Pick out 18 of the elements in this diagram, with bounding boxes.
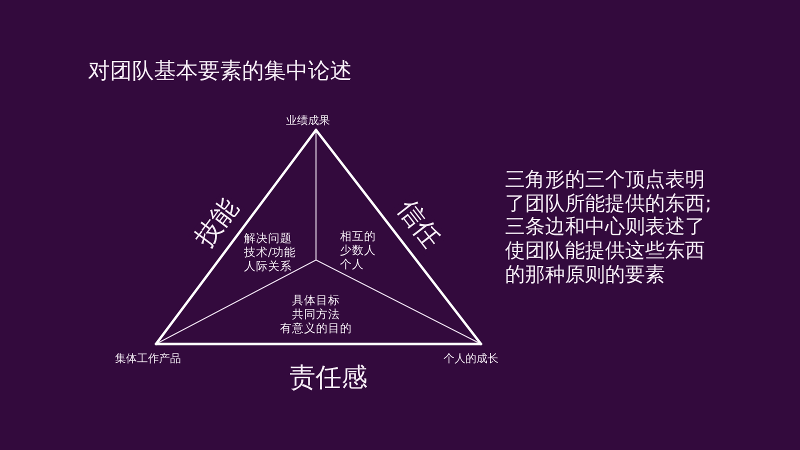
region-label: 技术/功能: [244, 245, 296, 259]
region-label: 相互的: [340, 229, 376, 243]
region-label: 人际关系: [244, 259, 292, 273]
triangle-side: [154, 342, 482, 346]
region-label: 共同方法: [292, 307, 340, 321]
vertex-label: 业绩成果: [281, 112, 335, 130]
edge-label: 责任感: [288, 363, 370, 393]
region-label: 具体目标: [292, 293, 340, 307]
description-text: 三角形的三个顶点表明了团队所能提供的东西;三条边和中心则表述了使团队能提供这些东西的那种原则的要素: [505, 168, 713, 287]
triangle-side: [154, 128, 318, 346]
title: 对团队基本要素的集中论述: [88, 59, 352, 85]
vertex-label: 集体工作产品: [110, 344, 186, 366]
region-label: 少数人: [340, 243, 376, 257]
region-label: 解决问题: [244, 231, 292, 245]
region-label: 有意义的目的: [280, 321, 352, 335]
region-label: 个人: [340, 257, 364, 271]
vertex-label: 个人的成长: [440, 344, 502, 366]
triangle-side: [314, 128, 482, 346]
